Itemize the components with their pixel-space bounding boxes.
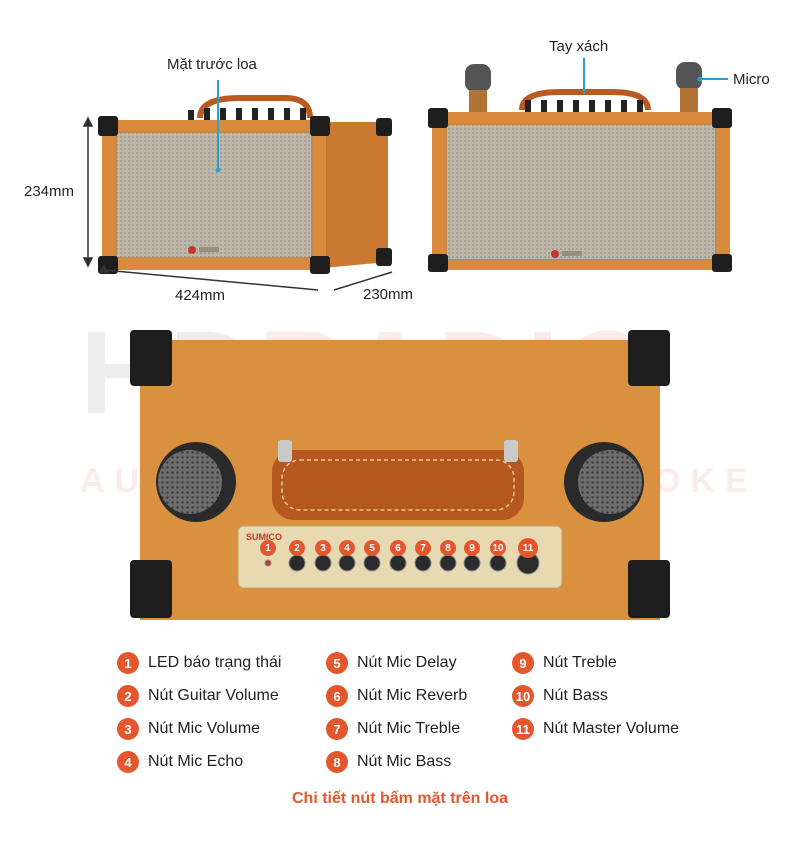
caption: Chi tiết nút bấm mặt trên loa bbox=[291, 790, 508, 807]
legend-item: 8 Nút Mic Bass bbox=[326, 749, 451, 775]
control-knob bbox=[363, 554, 381, 572]
legend-text: Nút Treble bbox=[543, 654, 617, 671]
legend-text: Nút Mic Volume bbox=[148, 720, 261, 737]
knob-number-badge: 1 bbox=[260, 540, 276, 556]
legend-number-badge: 5 bbox=[326, 652, 348, 674]
knob-row bbox=[264, 551, 540, 575]
knob-number-badge: 9 bbox=[464, 540, 480, 556]
control-knob bbox=[414, 554, 432, 572]
legend-text: Nút Guitar Volume bbox=[148, 687, 279, 704]
control-knob bbox=[314, 554, 332, 572]
legend-number-badge: 7 bbox=[326, 718, 348, 740]
control-knob bbox=[489, 554, 507, 572]
legend-item: 2 Nút Guitar Volume bbox=[117, 683, 279, 709]
top-panel-image bbox=[130, 330, 670, 620]
knob-number-badge: 11 bbox=[518, 538, 538, 558]
depth-dimension-label: 230mm bbox=[363, 286, 414, 303]
legend-text: Nút Bass bbox=[543, 687, 608, 704]
legend-text: Nút Mic Treble bbox=[357, 720, 461, 737]
control-knob bbox=[288, 554, 306, 572]
width-dimension-label: 424mm bbox=[175, 287, 226, 304]
legend-text: LED báo trạng thái bbox=[148, 654, 282, 671]
legend-item: 9 Nút Treble bbox=[512, 650, 617, 676]
legend-item: 6 Nút Mic Reverb bbox=[326, 683, 467, 709]
legend-number-badge: 1 bbox=[117, 652, 139, 674]
front-speaker-image bbox=[98, 95, 392, 274]
height-dimension-label: 234mm bbox=[24, 183, 75, 200]
side-speaker-image bbox=[428, 62, 732, 272]
legend-item: 1 LED báo trạng thái bbox=[117, 650, 281, 676]
knob-number-badge: 10 bbox=[490, 540, 506, 556]
panel-brand: SUMICO bbox=[246, 532, 282, 542]
legend-text: Nút Master Volume bbox=[543, 720, 680, 737]
control-knob bbox=[338, 554, 356, 572]
status-led bbox=[264, 559, 272, 567]
control-knob bbox=[389, 554, 407, 572]
legend-number-badge: 8 bbox=[326, 751, 348, 773]
legend-item: 7 Nút Mic Treble bbox=[326, 716, 460, 742]
control-knob bbox=[439, 554, 457, 572]
legend-item: 11 Nút Master Volume bbox=[512, 716, 679, 742]
legend-text: Nút Mic Reverb bbox=[357, 687, 468, 704]
knob-number-badge: 6 bbox=[390, 540, 406, 556]
legend-number-badge: 6 bbox=[326, 685, 348, 707]
legend-text: Nút Mic Bass bbox=[357, 753, 452, 770]
legend-item: 5 Nút Mic Delay bbox=[326, 650, 457, 676]
legend-text: Nút Mic Echo bbox=[148, 753, 244, 770]
knob-number-badge: 4 bbox=[339, 540, 355, 556]
legend-item: 10 Nút Bass bbox=[512, 683, 608, 709]
legend-item: 4 Nút Mic Echo bbox=[117, 749, 243, 775]
front-grille-label: Mặt trước loa bbox=[167, 56, 257, 73]
legend-number-badge: 10 bbox=[512, 685, 534, 707]
knob-number-badge: 5 bbox=[364, 540, 380, 556]
knob-number-badge: 2 bbox=[289, 540, 305, 556]
legend-number-badge: 9 bbox=[512, 652, 534, 674]
knob-number-badge: 7 bbox=[415, 540, 431, 556]
legend-number-badge: 11 bbox=[512, 718, 534, 740]
legend-number-badge: 2 bbox=[117, 685, 139, 707]
mic-label: Micro bbox=[733, 71, 770, 88]
control-knob bbox=[463, 554, 481, 572]
knob-number-badge: 8 bbox=[440, 540, 456, 556]
legend-number-badge: 4 bbox=[117, 751, 139, 773]
speaker-views bbox=[82, 58, 732, 291]
legend-number-badge: 3 bbox=[117, 718, 139, 740]
handle-label: Tay xách bbox=[549, 38, 609, 55]
knob-number-badge: 3 bbox=[315, 540, 331, 556]
legend-item: 3 Nút Mic Volume bbox=[117, 716, 260, 742]
legend-text: Nút Mic Delay bbox=[357, 654, 457, 671]
